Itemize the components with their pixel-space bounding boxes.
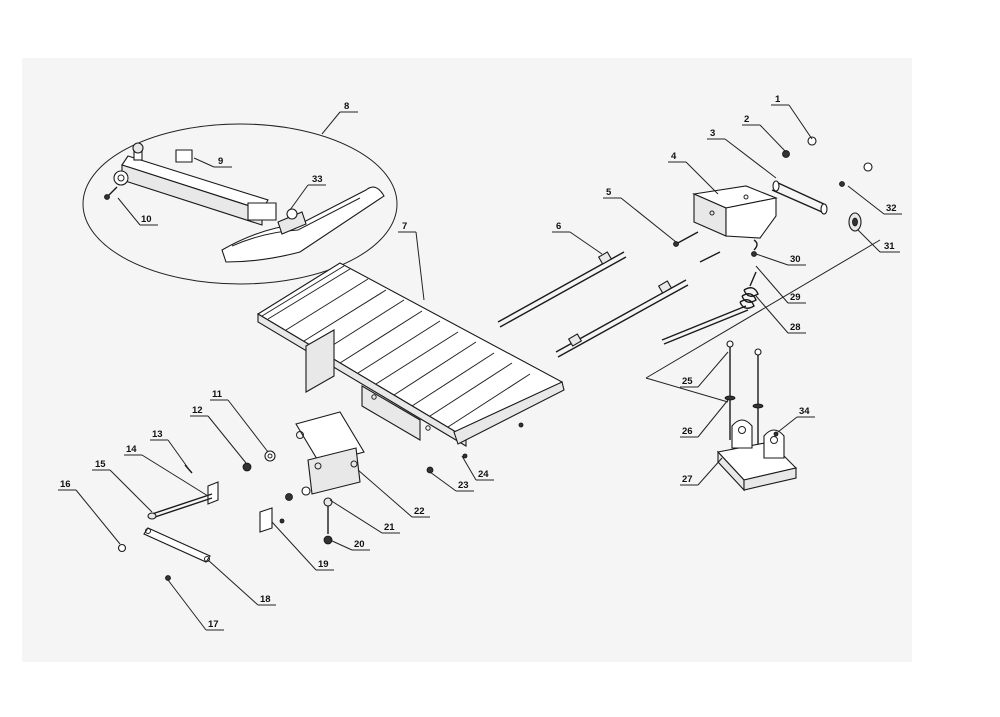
callout-23: 23 [458, 480, 469, 491]
callout-8: 8 [344, 101, 349, 112]
callout-27: 27 [682, 474, 693, 485]
callout-3: 3 [710, 128, 715, 139]
callout-9: 9 [218, 156, 223, 167]
callout-29: 29 [790, 292, 801, 303]
main-platform [256, 262, 565, 447]
callout-28: 28 [790, 322, 801, 333]
upper-bracket [692, 136, 873, 257]
callout-21: 21 [384, 522, 395, 533]
callout-4: 4 [671, 151, 677, 162]
spring-and-lever [661, 271, 759, 345]
leader-lines [58, 104, 902, 631]
callout-25: 25 [682, 376, 693, 387]
rods [497, 231, 721, 358]
callout-15: 15 [95, 459, 106, 470]
callout-11: 11 [212, 389, 223, 400]
callout-31: 31 [884, 241, 895, 252]
callout-22: 22 [414, 506, 425, 517]
callout-labels: 1 2 3 4 5 6 7 8 9 10 11 12 13 14 15 16 1… [60, 94, 897, 630]
callout-5: 5 [606, 187, 612, 198]
callout-32: 32 [886, 203, 897, 214]
callout-7: 7 [402, 221, 407, 232]
callout-12: 12 [192, 405, 203, 416]
callout-2: 2 [744, 114, 749, 125]
detail-view-ellipse [82, 123, 398, 285]
stand-assembly [716, 340, 798, 492]
callout-24: 24 [478, 469, 489, 480]
callout-26: 26 [682, 426, 693, 437]
callout-14: 14 [126, 444, 137, 455]
callout-30: 30 [790, 254, 801, 265]
callout-18: 18 [260, 594, 271, 605]
callout-1: 1 [775, 94, 781, 105]
callout-13: 13 [152, 429, 163, 440]
callout-20: 20 [354, 539, 365, 550]
left-linkage [117, 411, 524, 581]
callout-10: 10 [141, 214, 152, 225]
callout-17: 17 [208, 619, 219, 630]
callout-19: 19 [318, 559, 329, 570]
callout-33: 33 [312, 174, 323, 185]
callout-34: 34 [799, 406, 810, 417]
callout-16: 16 [60, 479, 71, 490]
callout-6: 6 [556, 221, 561, 232]
